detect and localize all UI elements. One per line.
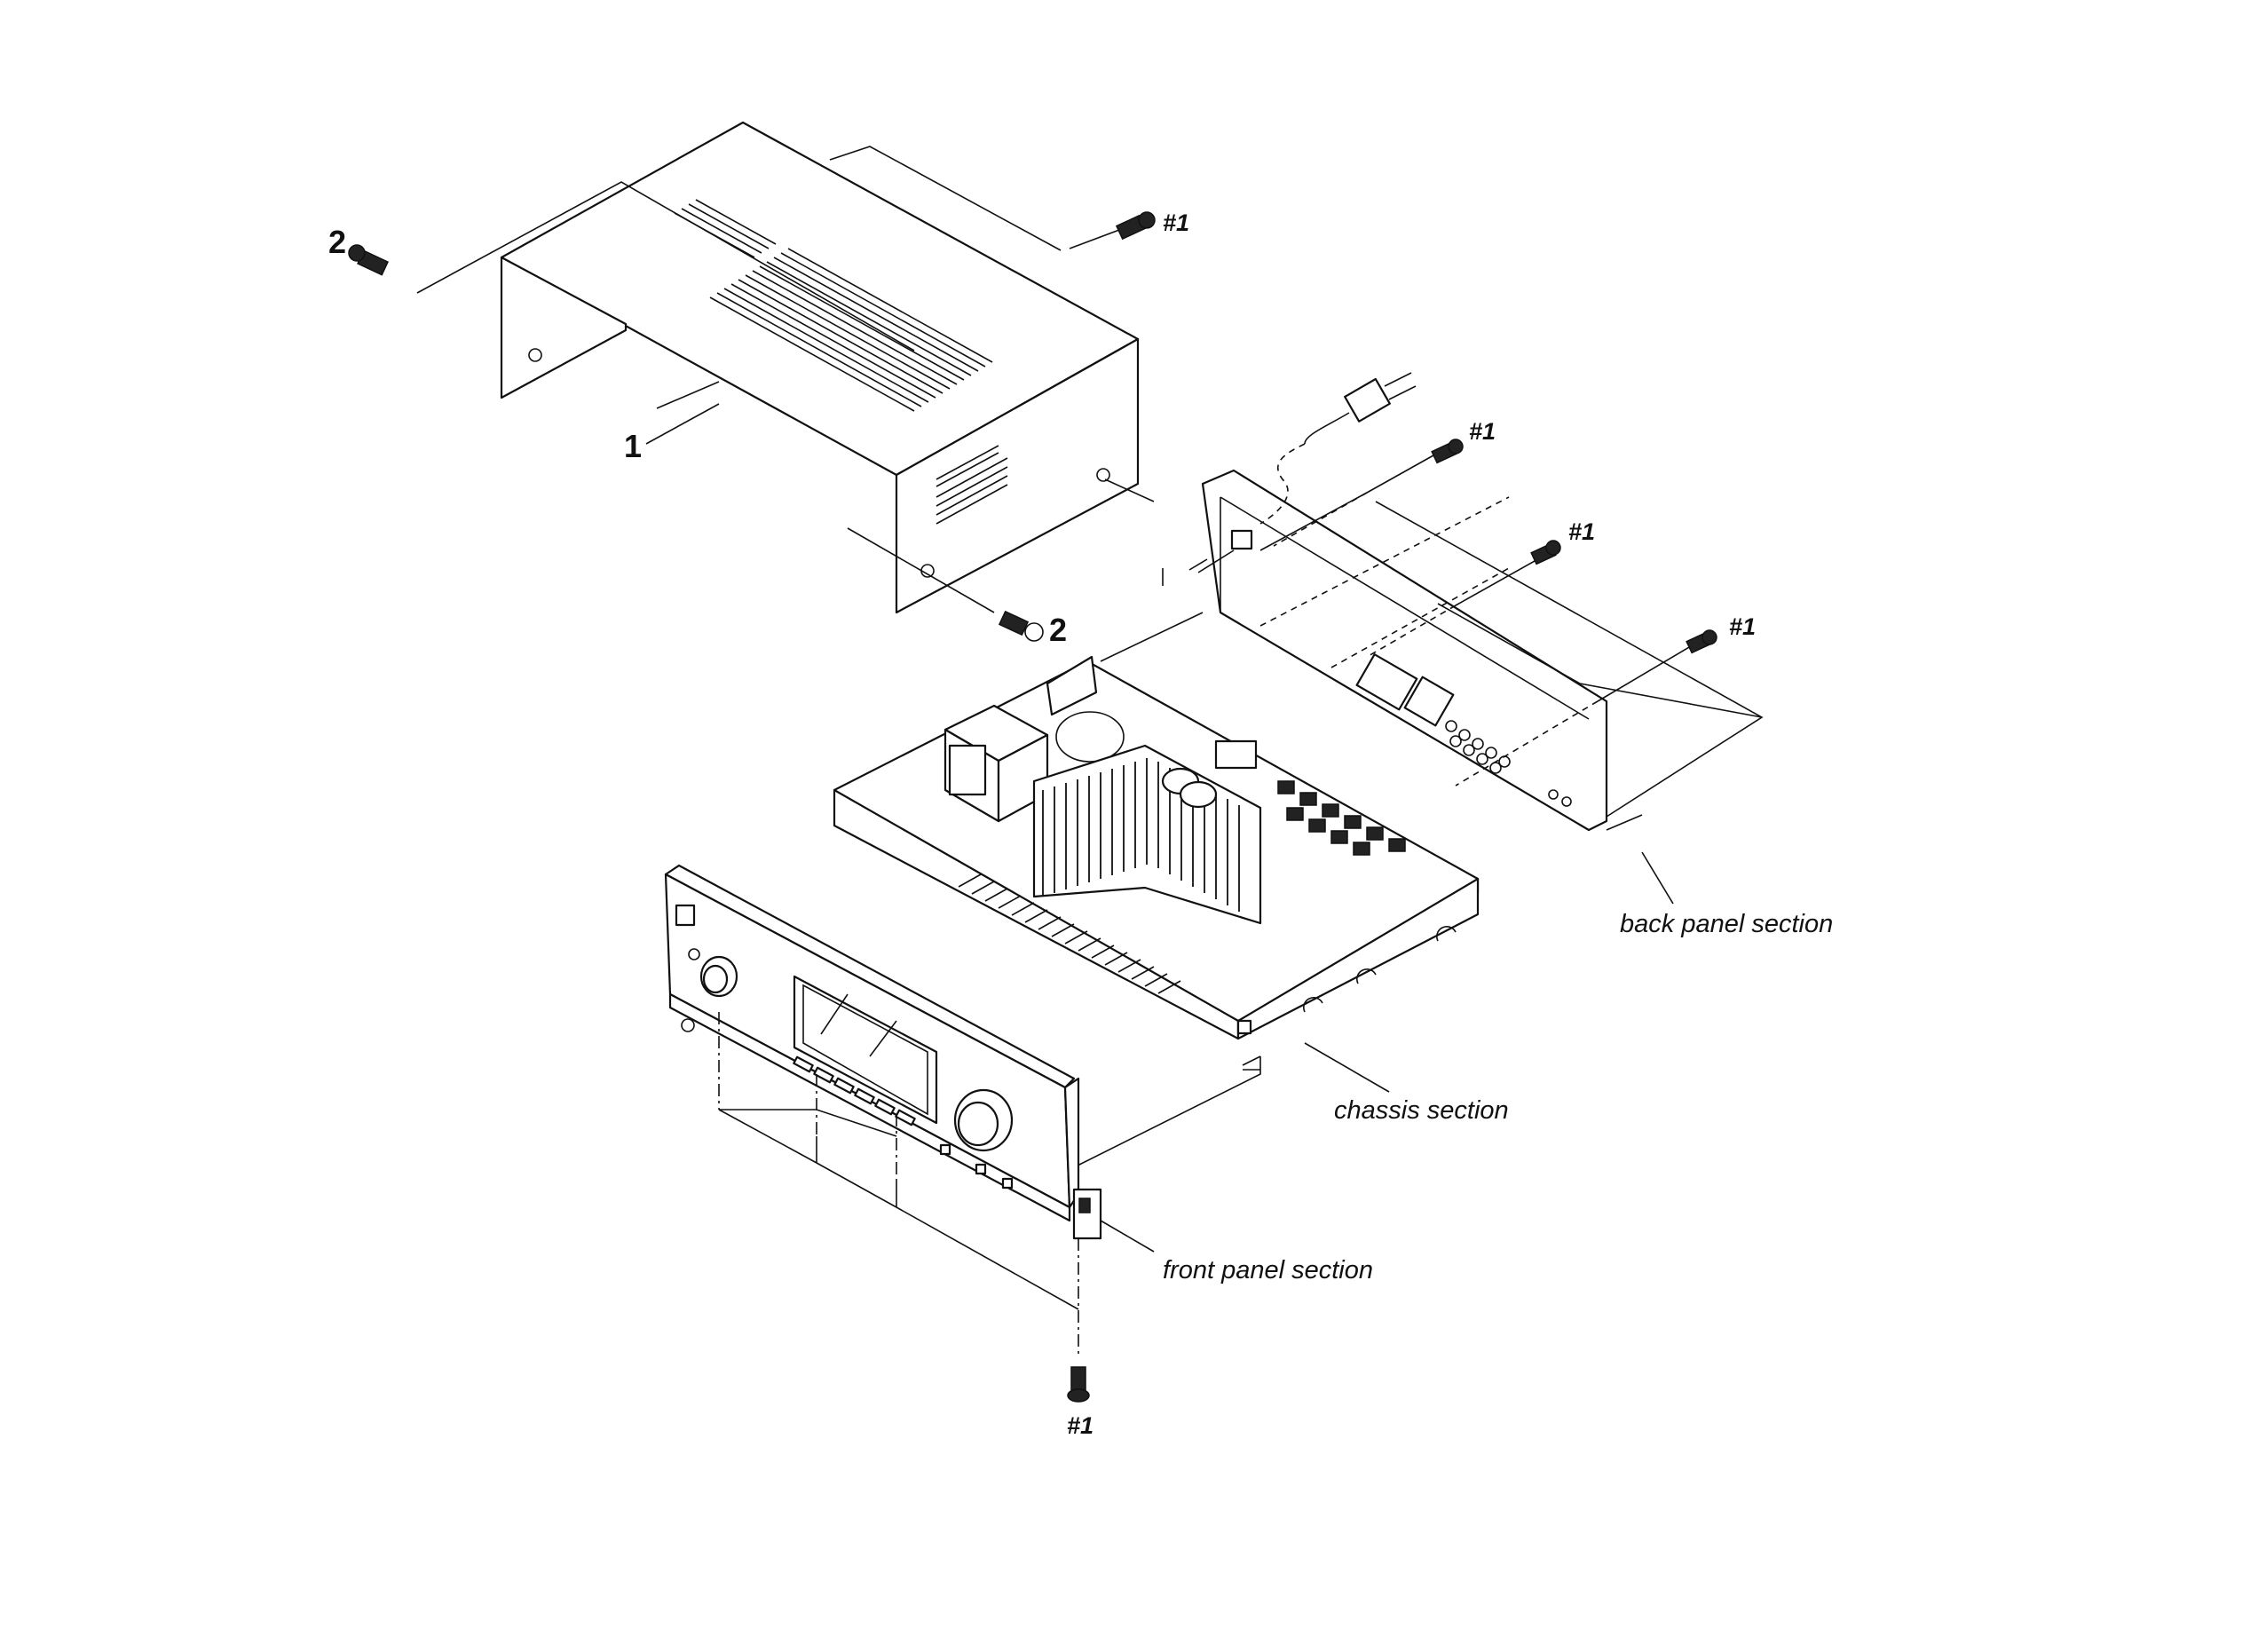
- label-back-panel-section: back panel section: [1620, 910, 1833, 938]
- screw-cover-top: [1115, 211, 1156, 241]
- screw-ref-back-c: #1: [1729, 613, 1756, 640]
- display-window: [793, 975, 938, 1125]
- screw-ref-back-a: #1: [1469, 418, 1496, 445]
- back-panel-guide-lines: [1259, 454, 1764, 831]
- cover-guide-lines: [416, 146, 1155, 613]
- part-number-1: 1: [624, 428, 642, 464]
- power-cord: [1162, 372, 1417, 586]
- front-panel: [664, 864, 1102, 1240]
- top-cover: [500, 121, 1140, 614]
- chassis-floor-vents: [958, 873, 1181, 994]
- label-front-panel-section: front panel section: [1163, 1256, 1373, 1284]
- cover-front-vents: [936, 445, 1008, 525]
- chassis-connectors: [1214, 739, 1406, 856]
- chassis: [833, 655, 1480, 1040]
- screw-cover-left: [348, 244, 389, 276]
- screw-bottom: [1067, 1366, 1090, 1403]
- screw-ref-top-cover: #1: [1163, 209, 1189, 236]
- screw-ref-back-b: #1: [1568, 518, 1595, 545]
- screw-cover-bottom: [998, 610, 1044, 642]
- volume-knob: [953, 1088, 1014, 1152]
- back-panel: [1201, 469, 1608, 832]
- screw-back-c: [1686, 629, 1717, 654]
- screw-back-b: [1530, 540, 1561, 565]
- part-number-2-right: 2: [1049, 612, 1067, 648]
- selector-knob: [699, 955, 738, 998]
- screw-back-a: [1431, 439, 1464, 464]
- chassis-guide-lines: [1064, 612, 1261, 1173]
- part-number-2-left: 2: [328, 224, 346, 260]
- screw-ref-bottom: #1: [1067, 1412, 1094, 1439]
- front-panel-guide-lines: [718, 1012, 1155, 1358]
- front-buttons: [793, 1055, 916, 1126]
- label-chassis-section: chassis section: [1334, 1096, 1509, 1125]
